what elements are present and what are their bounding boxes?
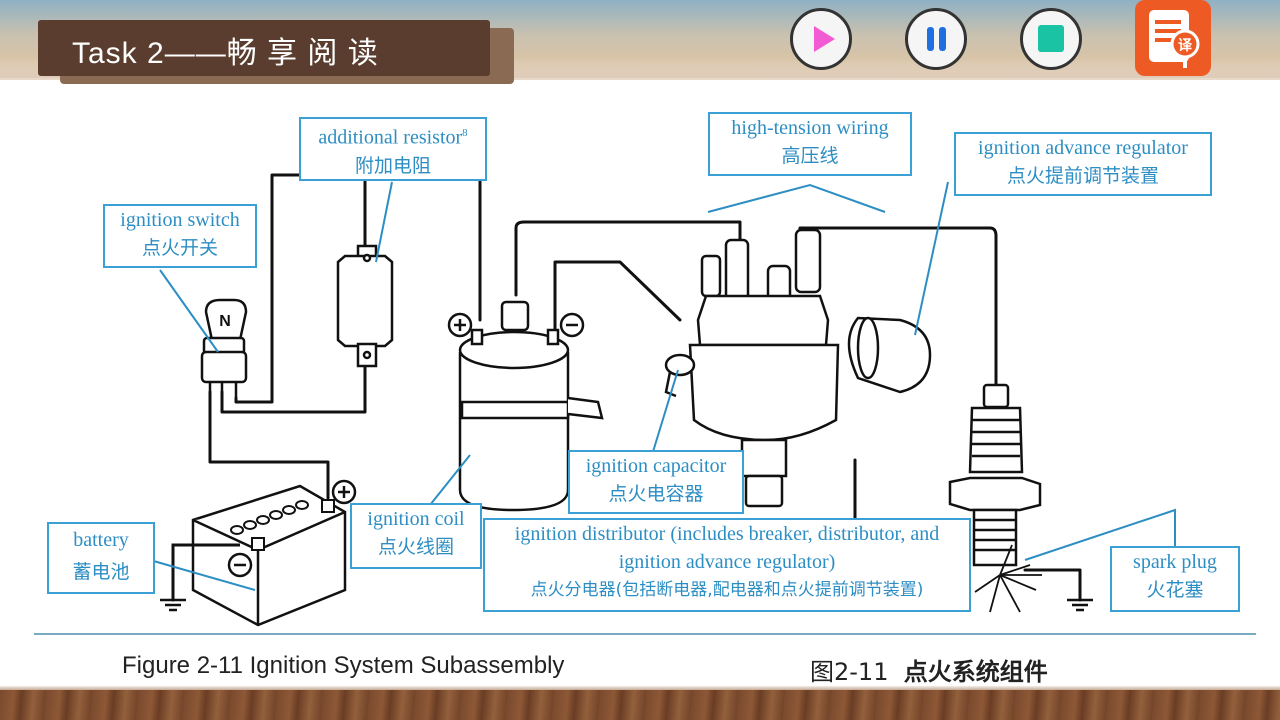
label-additional-resistor-en: additional resistor <box>318 126 463 149</box>
ignition-switch-drawing <box>200 298 248 398</box>
label-ignition-coil: ignition coil 点火线圈 <box>350 503 482 569</box>
label-capacitor-cn: 点火电容器 <box>608 483 704 505</box>
title-box <box>38 20 490 76</box>
wire-switch-battery <box>208 390 330 500</box>
ground-symbols <box>160 598 1093 612</box>
label-high-tension-en: high-tension wiring <box>731 117 889 139</box>
label-ignition-switch-en: ignition switch <box>120 209 240 231</box>
stop-icon <box>1038 25 1064 52</box>
label-battery-en: battery <box>73 529 129 551</box>
label-capacitor-en: ignition capacitor <box>585 455 727 477</box>
label-ignition-coil-en: ignition coil <box>367 508 465 530</box>
label-spark-plug-cn: 火花塞 <box>1146 579 1204 601</box>
wire-switch-resistor <box>234 173 367 404</box>
label-ignition-capacitor: ignition capacitor 点火电容器 <box>568 450 744 514</box>
spark-plug-drawing <box>948 383 1042 567</box>
distributor-drawing <box>664 228 932 508</box>
pause-button[interactable] <box>905 8 967 70</box>
floor-edge <box>0 686 1280 692</box>
wire-switch-resistor-bottom <box>220 358 367 414</box>
stop-button[interactable] <box>1020 8 1082 70</box>
label-ignition-coil-cn: 点火线圈 <box>377 536 454 558</box>
label-advance-regulator-en: ignition advance regulator <box>978 137 1188 159</box>
ignition-coil-drawing <box>447 300 604 512</box>
label-advance-regulator-cn: 点火提前调节装置 <box>1006 165 1159 187</box>
label-ignition-switch: ignition switch 点火开关 <box>103 204 257 268</box>
label-spark-plug-en: spark plug <box>1133 551 1217 573</box>
wire-coil-distributor <box>553 260 682 332</box>
switch-letter: N <box>219 313 231 330</box>
translate-document-icon: 译 <box>1149 10 1200 68</box>
spark-burst-drawing <box>974 544 1042 613</box>
label-high-tension-wiring: high-tension wiring 高压线 <box>708 112 912 176</box>
label-ignition-switch-cn: 点火开关 <box>141 237 218 259</box>
figure-caption-chinese-title: 点火系统组件 <box>903 658 1048 686</box>
label-ignition-advance-regulator: ignition advance regulator 点火提前调节装置 <box>954 132 1212 196</box>
battery-terminal-signs <box>234 486 350 567</box>
label-ignition-distributor: ignition distributor (includes breaker, … <box>483 518 971 612</box>
label-additional-resistor-cn: 附加电阻 <box>354 154 431 177</box>
label-distributor-en-2: ignition advance regulator) <box>618 551 836 573</box>
resistor-drawing <box>336 244 394 368</box>
figure-caption-chinese: 图2-11 点火系统组件 <box>810 652 1048 687</box>
label-battery: battery 蓄电池 <box>47 522 155 594</box>
label-high-tension-cn: 高压线 <box>781 145 839 167</box>
label-distributor-cn: 点火分电器(包括断电器,配电器和点火提前调节装置) <box>530 580 924 600</box>
play-button[interactable] <box>790 8 852 70</box>
figure-caption-chinese-number: 图2-11 <box>810 658 889 686</box>
label-distributor-en-1: ignition distributor (includes breaker, … <box>514 523 940 545</box>
coil-terminal-signs <box>454 319 578 331</box>
figure-caption-english: Figure 2-11 Ignition System Subassembly <box>122 652 565 679</box>
wire-ht-coil <box>514 220 742 297</box>
wire-ht-spark <box>798 226 998 387</box>
translate-app-button[interactable]: 译 <box>1135 0 1211 76</box>
wood-floor-decoration <box>0 690 1280 720</box>
wire-spark-ground <box>1023 568 1082 602</box>
label-spark-plug: spark plug 火花塞 <box>1110 546 1240 612</box>
label-battery-cn: 蓄电池 <box>72 561 130 583</box>
battery-drawing <box>191 479 357 627</box>
page-title: Task 2——畅 享 阅 读 <box>72 37 379 70</box>
pause-icon <box>927 27 946 51</box>
play-icon <box>814 26 835 52</box>
label-leader-lines <box>149 181 1176 591</box>
translate-badge-text: 译 <box>1178 38 1193 54</box>
footnote-marker: 8 <box>462 127 468 139</box>
caption-divider <box>34 633 1256 635</box>
label-additional-resistor: additional resistor8 附加电阻 <box>299 117 487 181</box>
